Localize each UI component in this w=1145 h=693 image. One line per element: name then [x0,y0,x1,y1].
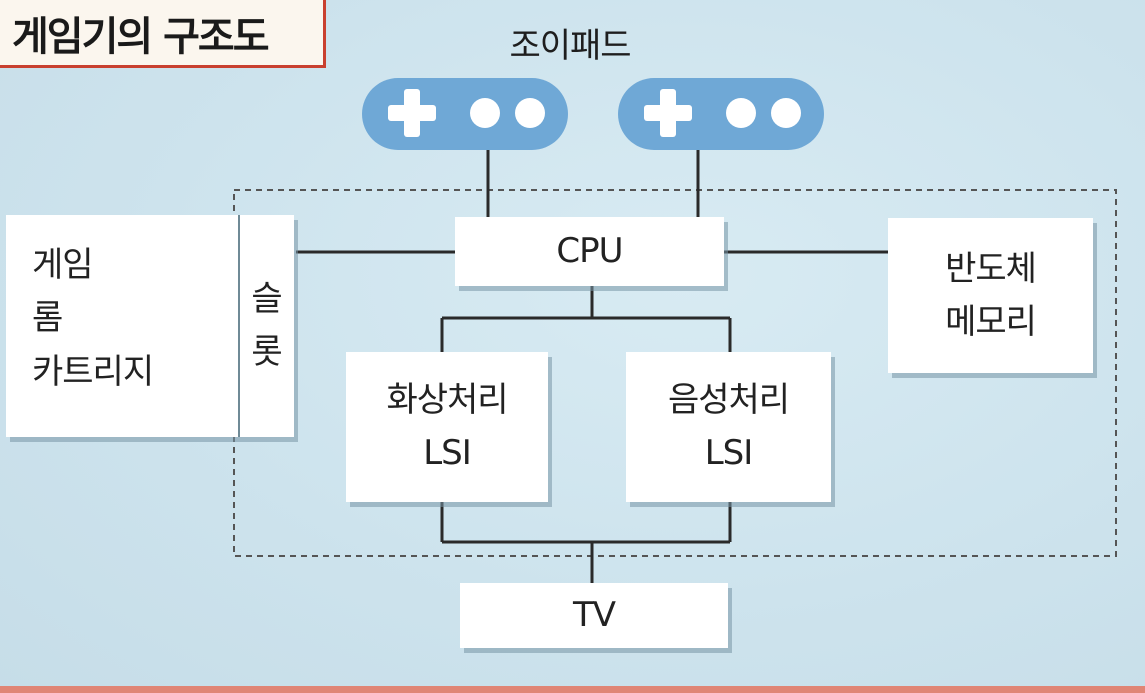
cartridge-label-line: 카트리지 [32,351,154,392]
cartridge-label-line: 게임 [32,245,94,285]
button-a-icon [726,98,756,128]
diagram-title: 게임기의 구조도 [12,13,270,60]
button-a-icon [470,98,500,128]
video-lsi-label-line: 화상처리 [386,380,508,421]
audio-processing-lsi-box: 음성처리 LSI [626,352,831,502]
semiconductor-memory-box: 반도체 메모리 [888,218,1093,373]
connector-lines [296,150,888,583]
audio-lsi-label-line: LSI [704,433,754,473]
cpu-box: CPU [455,217,724,286]
game-rom-cartridge: 게임 롬 카트리지 [6,215,238,437]
joypad-1 [362,78,568,150]
cartridge-label-line: 롬 [32,298,63,339]
memory-label-line: 반도체 [945,248,1037,289]
slot-label-line: 롯 [251,331,283,372]
cartridge-slot: 슬 롯 [238,215,294,437]
bottom-rule [0,686,1145,693]
joypad-label: 조이패드 [509,26,631,66]
joypad-2 [618,78,824,150]
title-box: 게임기의 구조도 [0,0,326,68]
button-b-icon [771,98,801,128]
dpad-icon [644,89,692,137]
audio-lsi-label-line: 음성처리 [667,380,790,421]
video-lsi-label-line: LSI [423,433,472,473]
dpad-icon [388,89,436,137]
memory-label-line: 메모리 [945,301,1037,342]
tv-box: TV [460,583,728,648]
video-processing-lsi-box: 화상처리 LSI [346,352,548,502]
slot-label-line: 슬 [251,279,283,319]
button-b-icon [515,98,545,128]
tv-label: TV [572,595,616,636]
cpu-label: CPU [556,231,623,272]
